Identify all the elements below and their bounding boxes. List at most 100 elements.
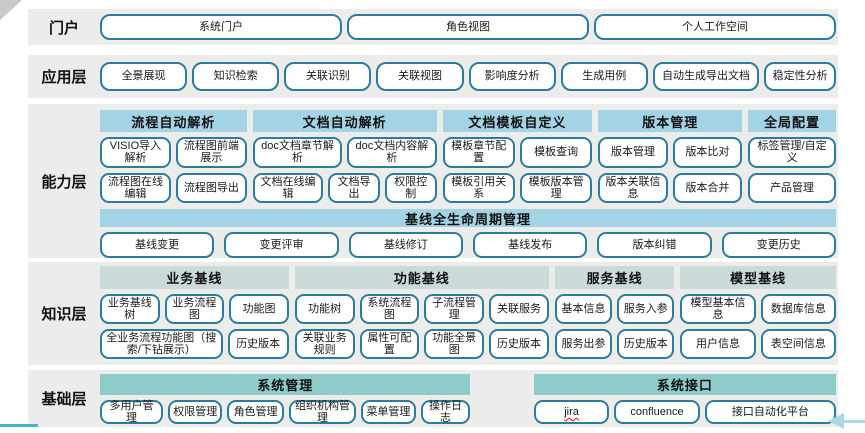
item-box[interactable]: 角色管理 (227, 400, 284, 424)
item-box[interactable]: 组织机构管理 (288, 400, 357, 424)
item-box[interactable]: 文档导出 (328, 172, 380, 204)
item-box[interactable]: 生成用例 (560, 62, 648, 91)
group-header: 版本管理 (598, 110, 743, 132)
item-box[interactable]: 关联服务 (489, 294, 549, 324)
group: 版本管理版本管理版本比对版本关联信息版本合并 (598, 110, 743, 204)
layer-band-knowledge: 知识层 业务基线业务基线树业务流程图功能图全业务流程功能图（搜索/下钻展示）历史… (28, 262, 838, 365)
box-row: 文档在线编辑文档导出权限控制 (252, 172, 437, 204)
item-box[interactable]: doc文档内容解析 (347, 137, 437, 168)
item-box[interactable]: jira (533, 400, 610, 424)
item-box[interactable]: 子流程管理 (424, 294, 485, 324)
item-box[interactable]: 标签管理/自定义 (748, 137, 836, 168)
item-box[interactable]: 稳定性分析 (764, 62, 836, 91)
item-box[interactable]: 历史版本 (617, 329, 675, 359)
item-box[interactable]: 系统门户 (100, 14, 342, 40)
item-box[interactable]: 服务出参 (554, 329, 613, 359)
group-header: 流程自动解析 (100, 110, 247, 132)
item-box[interactable]: 权限控制 (384, 172, 437, 204)
item-box[interactable]: 全业务流程功能图（搜索/下钻展示） (100, 329, 223, 359)
item-box[interactable]: VISIO导入解析 (100, 137, 171, 168)
item-box[interactable]: 模板引用关系 (442, 172, 515, 204)
item-box[interactable]: 版本比对 (672, 137, 743, 168)
group-header: 全局配置 (748, 110, 836, 132)
item-box[interactable]: 产品管理 (748, 172, 836, 204)
item-box[interactable]: doc文档章节解析 (252, 137, 343, 168)
item-box[interactable]: 自动生成导出文档 (652, 62, 760, 91)
item-box[interactable]: 权限管理 (168, 400, 223, 424)
item-box[interactable]: 知识检索 (192, 62, 280, 91)
layer-content-portal: 系统门户角色视图个人工作空间 (100, 9, 838, 45)
item-box[interactable]: 用户信息 (680, 329, 756, 359)
item-box[interactable]: 变更评审 (224, 232, 339, 259)
box-row: 基本信息服务入参 (554, 294, 675, 324)
group-header: 模型基线 (680, 266, 836, 289)
group: 系统管理多用户管理权限管理角色管理组织机构管理菜单管理操作日志 (100, 374, 471, 424)
item-box[interactable]: 历史版本 (227, 329, 289, 359)
item-box[interactable]: 关联视图 (376, 62, 464, 91)
groups-row: 系统门户角色视图个人工作空间 (100, 14, 836, 40)
item-box[interactable]: 业务流程图 (164, 294, 225, 324)
item-box[interactable]: 流程图在线编辑 (100, 172, 171, 204)
item-box[interactable]: 文档在线编辑 (252, 172, 324, 204)
item-box[interactable]: 基本信息 (554, 294, 613, 324)
arrow-head-icon (828, 413, 844, 429)
group-header: 功能基线 (294, 266, 549, 289)
item-box[interactable]: 流程图前端展示 (175, 137, 247, 168)
item-box[interactable]: 菜单管理 (361, 400, 416, 424)
box-row: 功能树系统流程图子流程管理关联服务 (294, 294, 549, 324)
baseline-lifecycle-header: 基线全生命周期管理 (100, 209, 836, 228)
item-box[interactable]: 版本纠错 (597, 232, 712, 259)
item-box[interactable]: 功能树 (294, 294, 355, 324)
item-box[interactable]: 流程图导出 (175, 172, 247, 204)
item-box[interactable]: 功能图 (229, 294, 289, 324)
item-box[interactable]: 表空间信息 (760, 329, 836, 359)
item-box[interactable]: 全景展现 (100, 62, 188, 91)
item-box[interactable]: 版本管理 (598, 137, 668, 168)
item-box[interactable]: 关联业务规则 (294, 329, 355, 359)
item-box[interactable]: 基线变更 (100, 232, 215, 259)
arrow-tail (844, 419, 865, 423)
left-arrow-decoration (828, 413, 865, 429)
item-box[interactable]: 接口自动化平台 (704, 400, 836, 424)
item-box[interactable]: 模板查询 (519, 137, 593, 168)
layer-content-application: 全景展现知识检索关联识别关联视图影响度分析生成用例自动生成导出文档稳定性分析 (100, 55, 838, 98)
layer-label-capability: 能力层 (41, 173, 87, 191)
item-box[interactable]: confluence (614, 400, 700, 424)
box-row: 版本管理版本比对 (598, 137, 743, 168)
item-box[interactable]: 版本关联信息 (598, 172, 668, 204)
item-box[interactable]: 属性可配置 (359, 329, 420, 359)
item-box[interactable]: 系统流程图 (359, 294, 420, 324)
item-box[interactable]: 基线修订 (348, 232, 463, 259)
item-box[interactable]: 角色视图 (347, 14, 589, 40)
item-box[interactable]: 基线发布 (472, 232, 588, 259)
item-box[interactable]: 历史版本 (489, 329, 549, 359)
item-box[interactable]: 模板版本管理 (519, 172, 593, 204)
item-box[interactable]: 个人工作空间 (594, 14, 836, 40)
item-box[interactable]: 模板章节配置 (442, 137, 515, 168)
item-box[interactable]: 变更历史 (721, 232, 836, 259)
item-box[interactable]: 影响度分析 (468, 62, 556, 91)
item-box[interactable]: 功能全景图 (424, 329, 485, 359)
item-box[interactable]: 服务入参 (617, 294, 675, 324)
item-box[interactable]: 版本合并 (672, 172, 743, 204)
box-row: 流程图在线编辑流程图导出 (100, 172, 247, 204)
group-spacer (476, 374, 527, 423)
group-header: 文档自动解析 (252, 110, 437, 132)
item-box[interactable]: 操作日志 (420, 400, 471, 424)
group: 全景展现知识检索关联识别关联视图影响度分析生成用例自动生成导出文档稳定性分析 (100, 62, 836, 91)
item-box[interactable]: 模型基本信息 (680, 294, 756, 324)
item-box[interactable]: 多用户管理 (100, 400, 164, 424)
box-row: 服务出参历史版本 (554, 329, 675, 359)
item-box[interactable]: 数据库信息 (760, 294, 836, 324)
item-box[interactable]: 关联识别 (284, 62, 372, 91)
box-row: 关联业务规则属性可配置功能全景图历史版本 (294, 329, 549, 359)
item-box[interactable]: 业务基线树 (100, 294, 160, 324)
layer-label-foundation: 基础层 (41, 391, 87, 408)
